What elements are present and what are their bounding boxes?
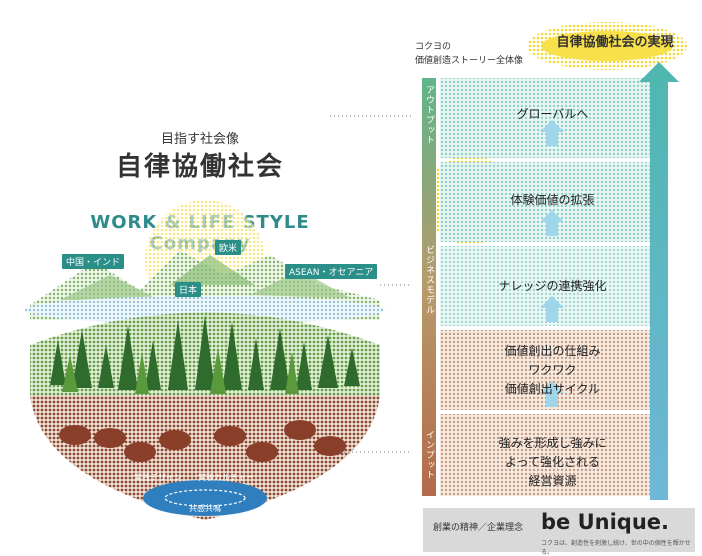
region-tag-china-india: 中国・インド [62, 254, 125, 269]
vision-heading: 目指す社会像 [160, 132, 239, 147]
region-tag-west: 欧米 [215, 240, 242, 255]
growth-arrow-shaft [650, 80, 668, 500]
goal-label: 自律協働社会の実現 [556, 35, 674, 50]
value-story-diagram [422, 22, 687, 500]
philosophy-caption: 創業の精神／企業理念 [433, 523, 524, 533]
philosophy-note: コクヨは、創造性を刺激し続け、世の中の個性を輝かせる。 [541, 540, 691, 556]
side-label-business-model: ビジネスモデル [424, 245, 434, 315]
region-tag-asean: ASEAN・オセアニア [285, 264, 378, 279]
philosophy-footer: 創業の精神／企業理念 be Unique. コクヨは、創造性を刺激し続け、世の中… [423, 508, 695, 556]
band-text-resources: 強みを形成し強みに よって強化される 経営資源 [498, 435, 607, 488]
base-label-experiment-culture: 実験カルチャー [198, 473, 254, 482]
philosophy-slogan: be Unique. [541, 510, 669, 534]
region-tag-japan: 日本 [175, 282, 202, 297]
side-bar [422, 78, 436, 496]
base-label-empathy: 共感共鳴 [189, 504, 221, 513]
vision-title: 自律協働社会 [115, 152, 284, 182]
growth-arrow-head [639, 62, 679, 82]
story-header: コクヨの 価値創造ストーリー全体像 [415, 42, 524, 66]
band-arrows [540, 120, 564, 407]
side-label-output: アウトプット [424, 85, 434, 145]
band-text-knowledge: ナレッジの連携強化 [498, 278, 607, 293]
base-ring [143, 480, 267, 516]
cloud-band [25, 296, 385, 324]
band-text-global: グローバルへ [516, 106, 589, 121]
side-label-input: インプット [424, 430, 434, 480]
soil-resources [59, 420, 346, 462]
band-text-experience: 体験価値の拡張 [510, 192, 595, 207]
ecosystem-illustration [25, 115, 412, 520]
band-text-mechanism: 価値創出の仕組み ワクワク 価値創出サイクル [504, 343, 601, 396]
band-resources [440, 414, 665, 496]
trees [50, 315, 360, 390]
base-label-practice-design: 実践デザイン [134, 473, 182, 482]
